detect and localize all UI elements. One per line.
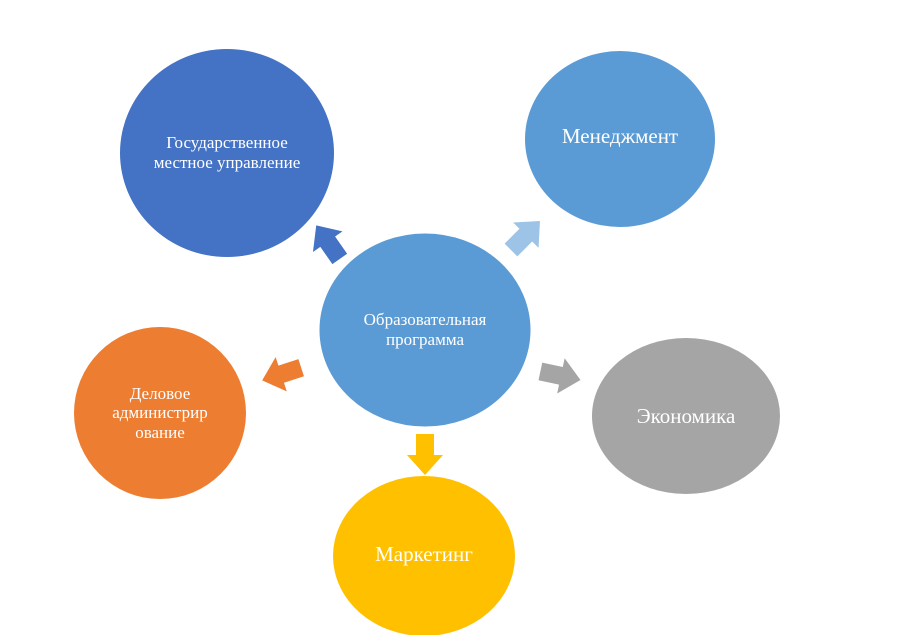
node-gmu-circle <box>120 49 334 257</box>
arrow-to-economics <box>538 358 581 394</box>
node-business-admin-label: Деловое администрир ование <box>112 383 208 442</box>
arrow-to-gmu <box>312 225 348 265</box>
node-business-admin-circle <box>74 327 246 499</box>
node-gmu-label: Государственное местное управление <box>153 133 301 172</box>
arrow-to-management <box>504 221 540 257</box>
node-management-circle <box>525 51 715 227</box>
node-marketing-circle <box>333 476 515 635</box>
arrow-to-business-admin <box>262 357 304 392</box>
center-circle <box>316 230 534 430</box>
arrow-to-marketing <box>407 434 443 475</box>
center-label: Образовательная программа <box>363 310 487 349</box>
node-economics-circle <box>592 338 780 494</box>
arrows <box>262 221 581 475</box>
node-marketing-label: Маркетинг <box>375 541 473 566</box>
node-management-label: Менеджмент <box>561 123 679 148</box>
node-economics-label: Экономика <box>636 403 736 428</box>
